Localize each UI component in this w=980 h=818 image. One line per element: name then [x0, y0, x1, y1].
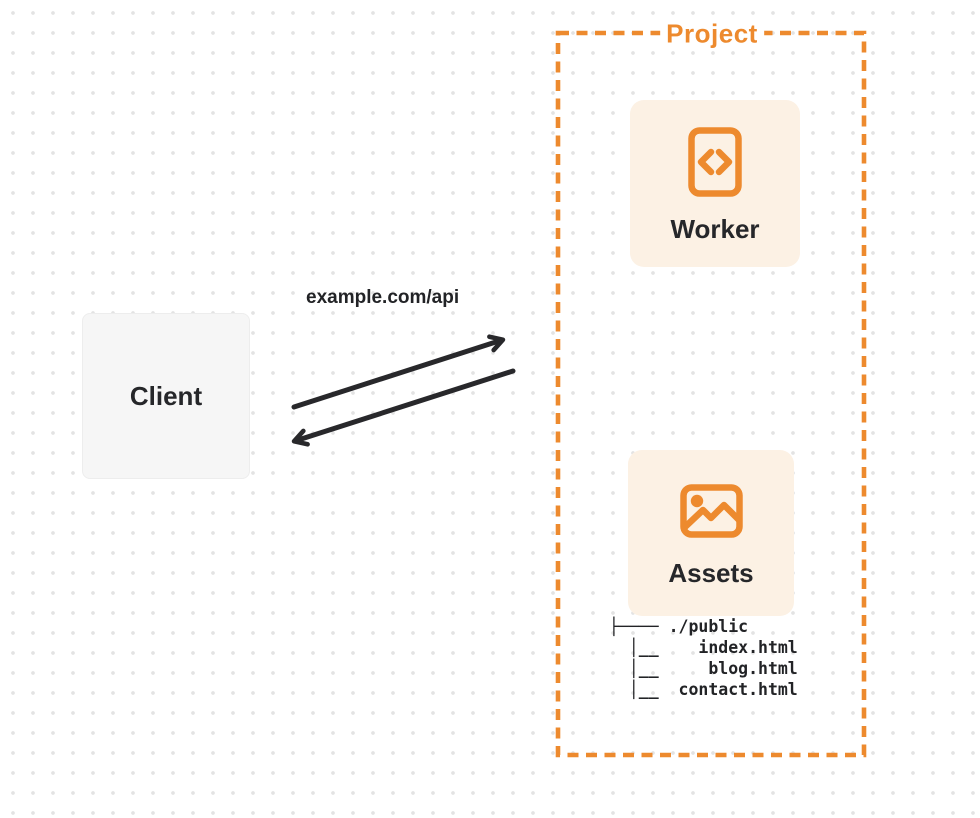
client-label: Client [129, 381, 203, 411]
code-icon [688, 127, 742, 197]
response-arrow [291, 368, 516, 447]
request-arrow [291, 334, 506, 410]
worker-card: Worker [630, 100, 800, 267]
assets-label: Assets [668, 558, 754, 588]
request-url-label: example.com/api [306, 287, 460, 308]
assets-card: Assets [628, 450, 794, 616]
assets-file-tree: ├──── ./public │__ index.html │__ blog.h… [609, 617, 798, 699]
worker-label: Worker [670, 214, 760, 244]
image-icon [679, 484, 743, 538]
client-card: Client [82, 313, 250, 479]
project-boundary-label: Project [660, 18, 764, 50]
